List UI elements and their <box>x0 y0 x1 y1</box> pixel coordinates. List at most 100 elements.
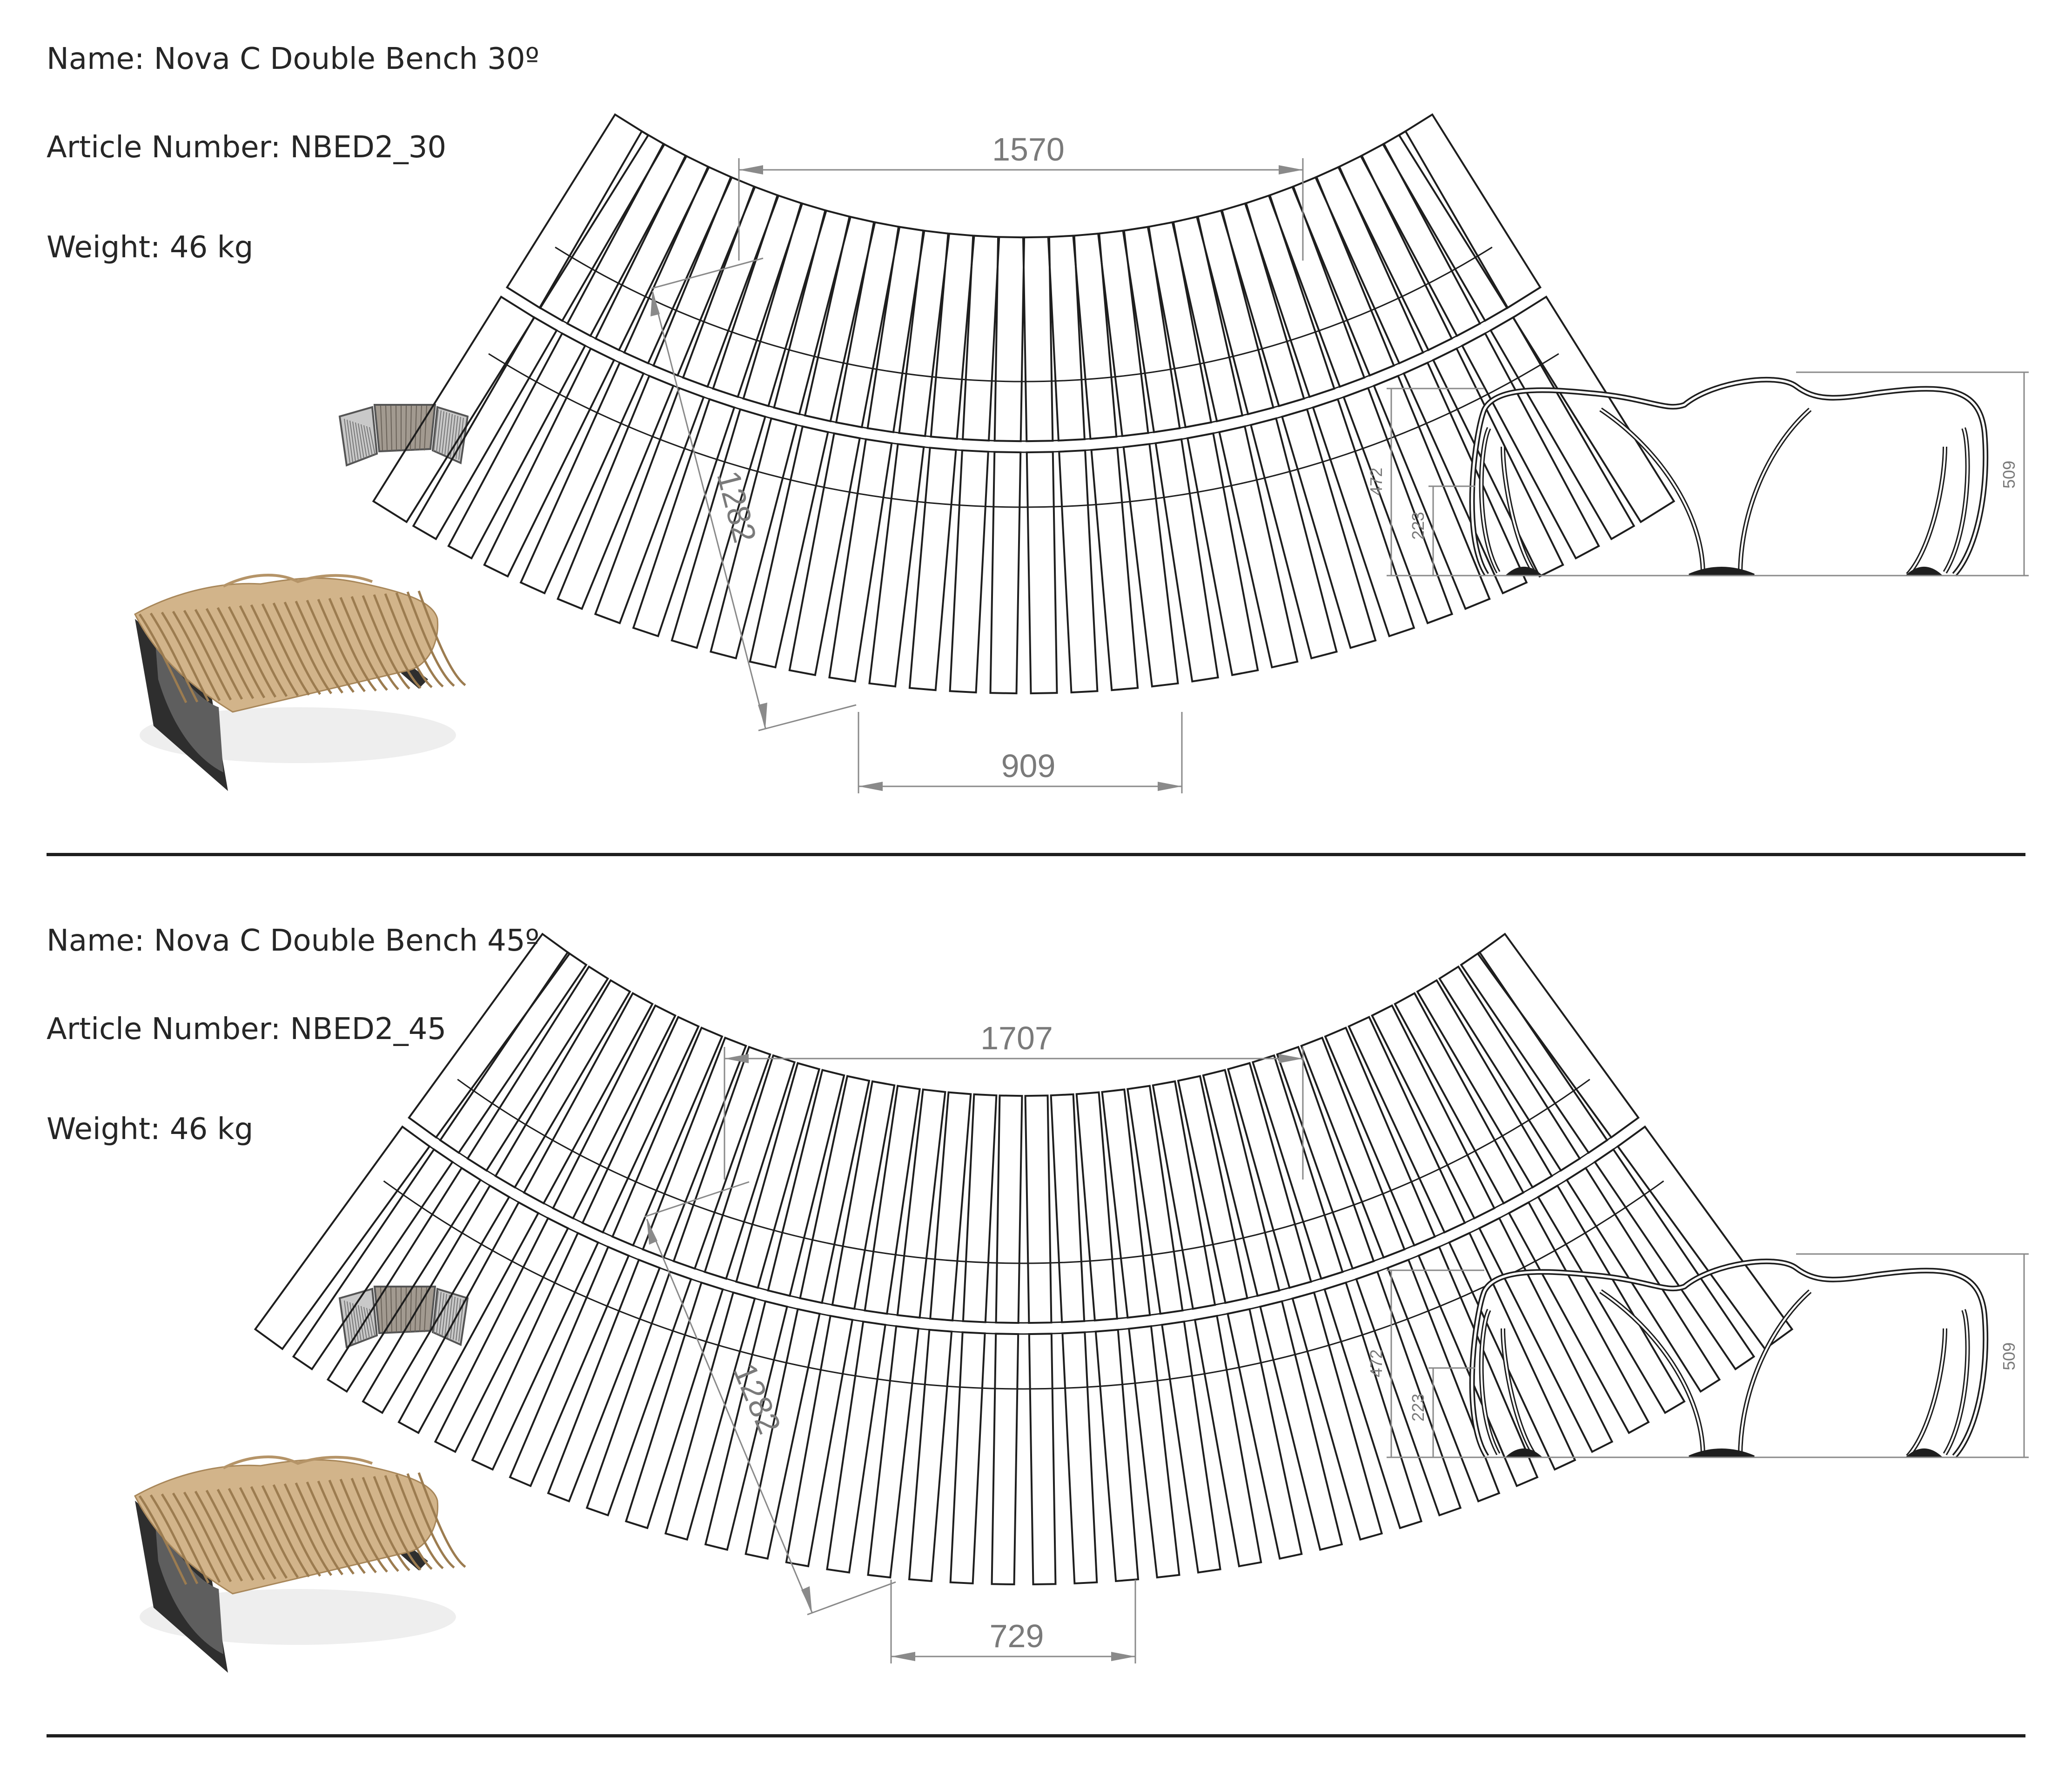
slat-outer <box>1097 229 1149 437</box>
height-total-label: 509 <box>1999 461 2018 489</box>
product-weight: Weight: 46 kg <box>47 230 254 265</box>
frame-leg-inner <box>1480 428 1499 573</box>
frame-leg-inner <box>1739 409 1811 575</box>
frame-leg <box>1906 446 1947 577</box>
frame-leg-inner <box>1907 446 1946 576</box>
slat-inner <box>989 451 1022 695</box>
slat-outer <box>711 194 804 398</box>
slat-outer <box>767 1069 845 1297</box>
thumbnail-icon <box>338 1286 469 1348</box>
product-name: Name: Nova C Double Bench 45º <box>47 924 539 958</box>
frame-leg-inner <box>1600 409 1704 575</box>
top-view-drawing: 1570 909 1282 <box>372 113 1676 793</box>
slat-outer <box>1152 1080 1216 1310</box>
slat-outer <box>439 951 588 1154</box>
slat-inner <box>1478 1217 1614 1453</box>
slat-inner <box>1127 1325 1180 1579</box>
frame-outline-inner <box>1471 378 1987 576</box>
slat-outer <box>652 175 757 377</box>
slat-outer <box>611 1026 724 1247</box>
slat-rail <box>457 1079 1590 1264</box>
slat-inner <box>828 438 893 683</box>
slat-outer <box>1324 1026 1436 1247</box>
slat-inner <box>867 1325 920 1579</box>
slat-outer <box>1047 235 1086 442</box>
slat-inner <box>1090 447 1139 691</box>
article-number: Article Number: NBED2_30 <box>47 130 447 165</box>
frame-foot <box>1905 567 1943 576</box>
thumbnail-icon <box>338 404 469 467</box>
slat-outer <box>1381 130 1509 322</box>
slat-inner <box>991 1333 1019 1586</box>
outer-width-dimension: 1570 <box>738 131 1304 261</box>
slat-inner <box>1161 1320 1221 1574</box>
slat-inner <box>949 449 989 694</box>
inner-width-dimension: 729 <box>890 1580 1136 1663</box>
product-section-30: Name: Nova C Double Bench 30º Article Nu… <box>0 0 2072 877</box>
slat-outer <box>642 1036 747 1259</box>
inner-width-label: 729 <box>990 1618 1044 1654</box>
slat-inner <box>1616 1125 1794 1350</box>
frame-leg-inner <box>1502 446 1536 576</box>
slat-outer <box>1276 1046 1375 1270</box>
slat-inner <box>1512 295 1676 523</box>
slat-outer <box>704 1054 796 1280</box>
slat-inner <box>1218 425 1299 669</box>
slat-outer <box>1291 175 1395 377</box>
slat-outer <box>1398 113 1542 309</box>
frame-leg-inner <box>1739 1290 1811 1457</box>
slat-inner <box>1026 451 1058 695</box>
slat-outer <box>1476 932 1640 1139</box>
outer-width-dimension: 1707 <box>724 1020 1304 1180</box>
slat-outer <box>594 154 711 351</box>
slat-outer <box>1024 1094 1053 1324</box>
slat-inner <box>949 1331 986 1585</box>
slat-inner <box>1194 1314 1262 1568</box>
slat-outer <box>898 229 951 437</box>
frame-leg-inner <box>1480 1309 1499 1455</box>
slat-rail <box>383 1180 1664 1390</box>
slat-outer <box>1267 185 1366 388</box>
slat-outer <box>682 185 780 388</box>
slat-inner <box>785 1314 854 1568</box>
frame-leg <box>1738 1289 1812 1457</box>
section-divider <box>47 853 2025 856</box>
slat-outer <box>1251 1054 1344 1280</box>
frame-outline <box>1469 376 1989 577</box>
frame-leg <box>1943 427 1970 574</box>
slat-outer <box>896 1088 946 1319</box>
slat-inner <box>1593 1148 1756 1371</box>
inner-width-dimension: 909 <box>858 712 1183 793</box>
slat-inner <box>1259 1300 1343 1551</box>
frame-leg <box>1943 1309 1970 1455</box>
frame-leg <box>1906 1328 1947 1458</box>
top-view-drawing: 1707 729 1282 <box>254 932 1794 1663</box>
slat-inner <box>326 1167 482 1393</box>
slat-outer <box>993 236 1026 443</box>
depth-dimension: 1282 <box>650 257 857 731</box>
slat-outer <box>672 1046 771 1270</box>
frame-leg-inner <box>1944 428 1969 573</box>
inner-width-label: 909 <box>1001 748 1056 784</box>
slat-outer <box>866 226 925 434</box>
slat-inner <box>1402 361 1528 595</box>
slat-inner <box>1122 443 1179 688</box>
frame-outline-inner <box>1471 1260 1987 1457</box>
frame-foot <box>1689 1448 1755 1457</box>
height-armrest-label: 472 <box>1367 1349 1386 1377</box>
slat-outer <box>1337 154 1453 351</box>
outer-width-label: 1570 <box>992 131 1065 168</box>
slat-rail <box>555 247 1493 382</box>
slat-inner <box>557 375 675 610</box>
slat-outer <box>1122 226 1181 434</box>
frame-leg-inner <box>1944 1309 1969 1455</box>
slat-outer <box>538 130 666 322</box>
frame-foot <box>1505 567 1543 576</box>
slat-outer <box>995 1094 1023 1324</box>
frame-foot <box>1689 567 1755 576</box>
slat-outer <box>1314 165 1424 365</box>
slat-rail <box>422 1127 1625 1324</box>
frame-leg-inner <box>1600 1290 1704 1457</box>
slat-rail <box>517 306 1530 453</box>
